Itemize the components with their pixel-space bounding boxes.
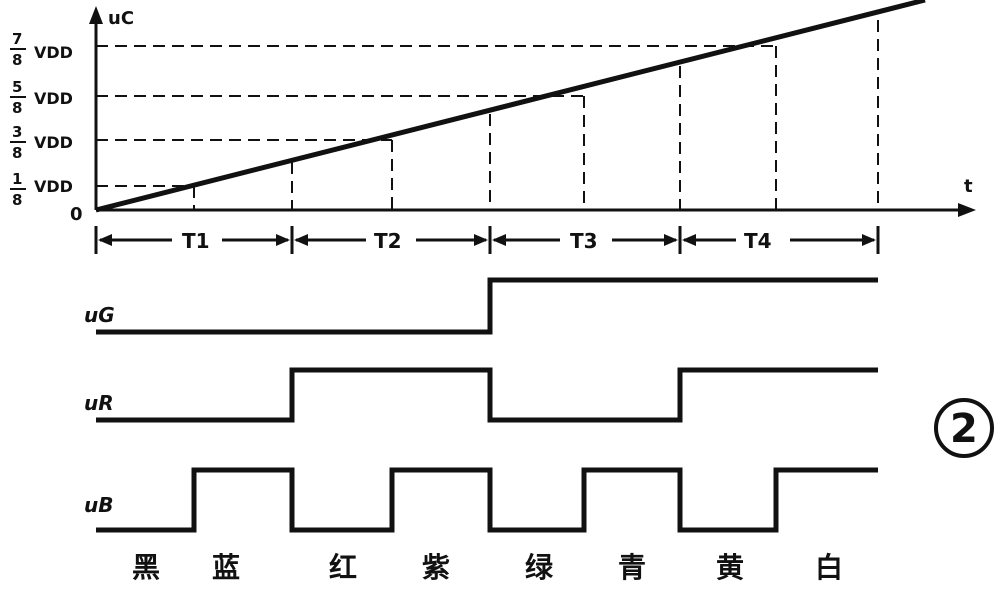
period-t2: T2	[294, 229, 488, 253]
svg-text:T1: T1	[182, 229, 210, 253]
signal-b-label: uB	[84, 493, 113, 517]
svg-text:VDD: VDD	[34, 43, 73, 62]
svg-text:8: 8	[12, 191, 22, 209]
y-axis-arrow-icon	[89, 6, 103, 24]
color-label-5: 青	[618, 551, 646, 584]
svg-text:7: 7	[12, 30, 22, 48]
color-label-0: 黑	[132, 551, 160, 584]
level-3-8: 3 8 VDD	[10, 123, 73, 162]
signal-r-label: uR	[84, 391, 114, 415]
figure-number: 2	[950, 406, 978, 452]
svg-text:VDD: VDD	[34, 89, 73, 108]
svg-text:8: 8	[12, 51, 22, 69]
svg-text:3: 3	[12, 123, 22, 141]
svg-text:5: 5	[12, 78, 22, 96]
svg-text:T4: T4	[744, 229, 772, 253]
svg-text:T2: T2	[374, 229, 402, 253]
signal-g-label: uG	[84, 303, 115, 327]
signal-g-waveform	[96, 277, 878, 335]
color-label-3: 紫	[422, 551, 450, 584]
level-1-8: 1 8 VDD	[10, 170, 73, 209]
period-t3: T3	[492, 229, 678, 253]
color-label-2: 红	[329, 551, 357, 584]
color-label-6: 黄	[716, 551, 744, 584]
y-axis-label: uC	[108, 8, 134, 29]
svg-text:VDD: VDD	[34, 133, 73, 152]
level-7-8: 7 8 VDD	[10, 30, 73, 69]
signal-r-waveform	[96, 367, 878, 423]
color-label-1: 蓝	[212, 551, 240, 584]
period-markers	[94, 226, 880, 254]
svg-text:8: 8	[12, 144, 22, 162]
x-axis-label: t	[964, 176, 973, 197]
svg-text:T3: T3	[570, 229, 598, 253]
figure-number-badge	[934, 398, 994, 458]
color-label-4: 绿	[525, 551, 554, 584]
svg-text:8: 8	[12, 99, 22, 117]
ramp-line	[95, 0, 926, 213]
x-axis-arrow-icon	[958, 203, 976, 217]
period-t4: T4	[682, 229, 876, 253]
level-5-8: 5 8 VDD	[10, 78, 73, 117]
svg-text:1: 1	[12, 170, 22, 188]
svg-text:VDD: VDD	[34, 177, 73, 196]
color-label-7: 白	[815, 551, 843, 584]
signal-b-waveform	[96, 467, 878, 533]
origin-label: 0	[70, 204, 83, 225]
period-t1: T1	[98, 229, 290, 253]
